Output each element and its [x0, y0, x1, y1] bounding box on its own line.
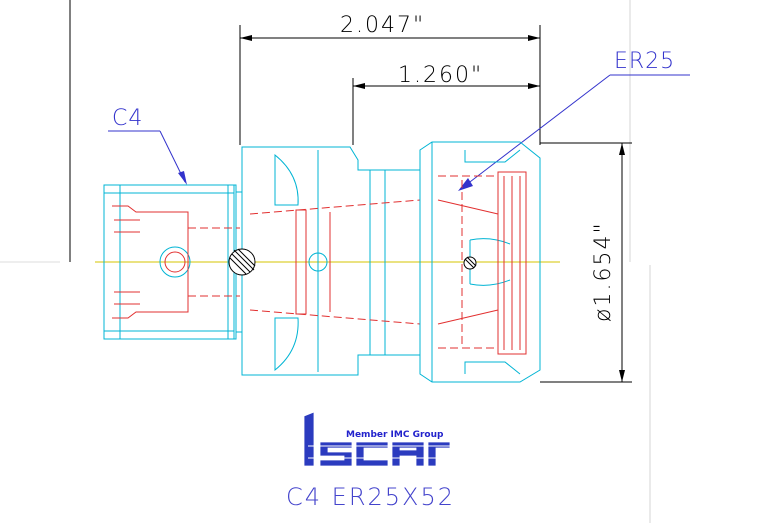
part-caption: C4 ER25X52 — [286, 483, 455, 511]
dimension-shank-length: 1.260" — [352, 63, 540, 145]
er25-nut-outline — [419, 141, 541, 383]
logo-wordmark — [303, 411, 451, 467]
dimension-overall-length: 2.047" — [239, 13, 541, 145]
iscar-logo: Member IMC Group — [303, 411, 451, 467]
section-hatch-right — [463, 256, 477, 270]
c4-shank-hidden — [112, 205, 240, 319]
logo-tagline: Member IMC Group — [346, 430, 444, 440]
dimension-label-shank: 1.260" — [398, 63, 483, 88]
flange-hidden — [249, 199, 421, 325]
callout-label-er25: ER25 — [614, 49, 675, 74]
drawing-frame — [0, 0, 651, 523]
dimension-label-overall: 2.047" — [340, 13, 425, 38]
callout-label-c4: C4 — [112, 106, 143, 131]
er25-nut-hidden — [437, 171, 527, 355]
dimension-diameter: ø1.654" — [540, 142, 632, 383]
dimension-label-diameter: ø1.654" — [591, 221, 616, 322]
flange-outline — [241, 146, 420, 376]
section-hatch-left — [228, 248, 256, 276]
callout-c4: C4 — [108, 106, 187, 185]
callout-er25: ER25 — [458, 49, 690, 191]
